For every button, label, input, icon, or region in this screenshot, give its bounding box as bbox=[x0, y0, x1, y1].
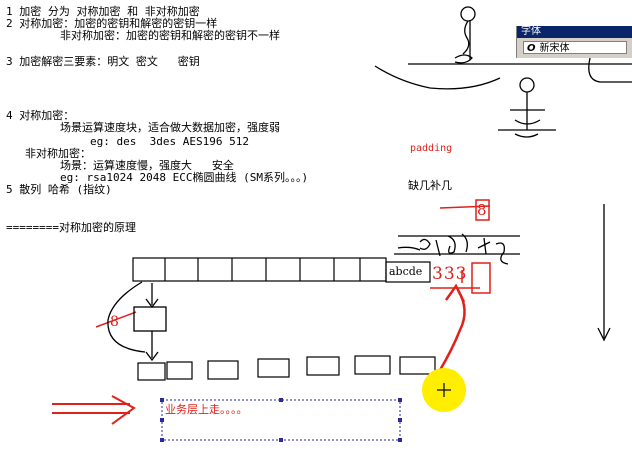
note-line-9: 场景：运算速度慢，强度大 安全 bbox=[60, 159, 234, 172]
down-arrow bbox=[597, 204, 611, 342]
business-layer-label: 业务层上走。。。。 bbox=[165, 403, 248, 416]
missing-fill-label: 缺几补几 bbox=[408, 179, 452, 192]
curve-sketch bbox=[374, 65, 501, 90]
note-line-5: 4 对称加密： bbox=[6, 109, 75, 122]
output-blocks-row bbox=[137, 355, 436, 381]
font-type-icon: O bbox=[527, 43, 536, 54]
text-selection-box[interactable] bbox=[161, 399, 401, 441]
number-scribbles bbox=[394, 233, 520, 265]
note-line-11: 5 散列 哈希 (指纹) bbox=[6, 183, 112, 196]
number-8-right: 8 bbox=[477, 201, 487, 219]
number-8-left: 8 bbox=[110, 314, 119, 330]
note-line-7: eg: des 3des AES196 512 bbox=[90, 135, 249, 148]
receiver-sketch bbox=[498, 77, 556, 138]
note-line-3: 非对称加密：加密的密钥和解密的密钥不一样 bbox=[60, 29, 280, 42]
note-line-2: 2 对称加密：加密的密钥和解密的密钥一样 bbox=[6, 17, 218, 30]
crosshair-cursor-icon bbox=[437, 383, 451, 397]
note-line-4: 3 加密解密三要素：明文 密文 密钥 bbox=[6, 55, 200, 68]
padding-label: padding bbox=[410, 143, 453, 154]
note-line-12: ========对称加密的原理 bbox=[6, 221, 136, 234]
note-line-6: 场景运算速度块，适合做大数据加密，强度弱 bbox=[60, 121, 280, 134]
encryption-flow bbox=[107, 281, 167, 362]
font-panel-title: 字体 bbox=[517, 26, 632, 38]
number-333: 333 bbox=[432, 264, 468, 284]
block-text-label: abcde bbox=[389, 265, 423, 278]
padding-arrow bbox=[438, 283, 466, 371]
note-line-10: eg: rsa1024 2048 ECC椭圆曲线 (SM系列。。。) bbox=[60, 171, 309, 184]
note-line-8: 非对称加密： bbox=[25, 147, 91, 160]
box-sketch bbox=[588, 57, 632, 83]
data-blocks-row bbox=[132, 257, 431, 283]
font-select-value: 新宋体 bbox=[539, 43, 570, 54]
note-line-1: 1 加密 分为 对称加密 和 非对称加密 bbox=[6, 5, 200, 18]
direction-arrow bbox=[52, 395, 136, 425]
padding-annotations bbox=[95, 199, 491, 328]
selection-handles[interactable] bbox=[160, 398, 402, 442]
sender-sketch bbox=[454, 6, 476, 64]
